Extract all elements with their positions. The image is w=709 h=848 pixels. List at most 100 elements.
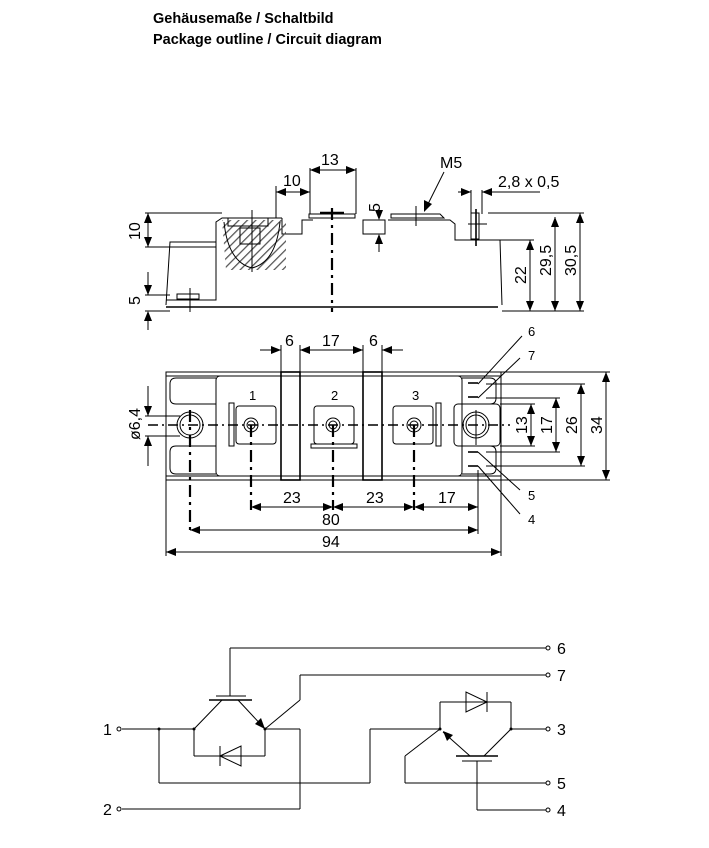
body-right (388, 219, 503, 306)
leader-pin-5 (477, 451, 521, 491)
igbt2-aux-emitter (404, 728, 441, 757)
arrow (144, 406, 152, 416)
arrow (468, 503, 478, 511)
dim-label-aux-inner: 13 (514, 416, 531, 434)
dim-label-mount-spacing: 80 (322, 512, 340, 529)
circuit-label-7: 7 (557, 668, 566, 685)
arrow (310, 166, 320, 174)
arrow (276, 188, 286, 196)
terminal-cavity (215, 375, 463, 477)
arrow (576, 213, 584, 223)
nut-block (362, 219, 386, 235)
nut-left (239, 227, 261, 245)
igbt1-collector (193, 699, 223, 730)
igbt2-collector (483, 728, 512, 757)
side-view: 13 10 M5 2,8 x 0,5 5 10 (127, 152, 584, 330)
arrow (576, 301, 584, 311)
arrow (552, 442, 560, 452)
arrow (166, 548, 176, 556)
dim-label-total-width: 34 (589, 416, 606, 434)
dim-label-hole-diameter: ø6,4 (127, 408, 144, 440)
arrow (468, 526, 478, 534)
arrow (382, 346, 392, 354)
dim-label-terminal-height: 29,5 (538, 245, 555, 276)
terminal-pin-6 (545, 645, 551, 651)
barrier-left (280, 371, 301, 481)
arrow (346, 166, 356, 174)
arrow (190, 526, 200, 534)
arrow (300, 188, 310, 196)
dim-label-barrier-left: 6 (285, 333, 294, 350)
arrow (144, 237, 152, 247)
arrow (551, 301, 559, 311)
title-english: Package outline / Circuit diagram (153, 32, 382, 48)
igbt1-aux-emitter (264, 699, 301, 730)
dim-label-total-height: 30,5 (563, 245, 580, 276)
arrow (551, 217, 559, 227)
diode1-body (218, 745, 242, 767)
aux-label-5: 5 (528, 488, 535, 503)
igbt1-emitter-arrow (255, 718, 265, 729)
arrow (602, 372, 610, 382)
dim-label-top-step: 10 (127, 222, 144, 240)
arrow (353, 346, 363, 354)
terminal-pin-1 (116, 726, 122, 732)
body-mid-step (281, 218, 313, 235)
dim-label-spacing-1-2: 23 (283, 490, 301, 507)
terminal-pin-7 (545, 672, 551, 678)
arrow (333, 503, 343, 511)
mount-lug-right-top (462, 377, 497, 405)
aux-label-7: 7 (528, 348, 535, 363)
dim-label-barrier-right: 6 (369, 333, 378, 350)
terminal-pin-2 (116, 806, 122, 812)
arrow (144, 436, 152, 446)
circuit-diagram: 1 2 (103, 641, 566, 820)
arrow (527, 436, 535, 446)
terminal-pin-3 (545, 726, 551, 732)
dim-label-nut-depth: 5 (367, 203, 384, 212)
arrow (526, 301, 534, 311)
circuit-label-4: 4 (557, 803, 566, 820)
top-view: 1 2 3 6 17 6 ø6,4 (127, 324, 610, 556)
igbt2-emitter-arrow (443, 731, 453, 741)
arrow (144, 285, 152, 295)
terminal-pin-5 (545, 780, 551, 786)
arrow (577, 456, 585, 466)
terminal-tab-left (227, 217, 269, 227)
circuit-label-5: 5 (557, 776, 566, 793)
terminal-label-3: 3 (412, 388, 419, 403)
arrow (251, 503, 261, 511)
dim-label-thread: M5 (440, 155, 462, 172)
arrow (552, 398, 560, 408)
aux-label-4: 4 (528, 512, 535, 527)
arrow (323, 503, 333, 511)
arrow (424, 200, 432, 212)
aux-label-6: 6 (528, 324, 535, 339)
arrow (144, 213, 152, 223)
arrow (491, 548, 501, 556)
dim-label-total-length: 94 (322, 534, 340, 551)
dim-label-spacing-3-aux: 17 (438, 490, 456, 507)
dim-label-body-height: 22 (513, 266, 530, 284)
circuit-label-1: 1 (103, 722, 112, 739)
terminal-label-1: 1 (249, 388, 256, 403)
circuit-label-6: 6 (557, 641, 566, 658)
terminal-label-2: 2 (331, 388, 338, 403)
arrow (461, 188, 471, 196)
terminal-pin-4 (545, 807, 551, 813)
aux-pin-side (470, 212, 480, 240)
mount-lug-left-bottom (169, 445, 216, 475)
dim-label-spacing-2-3: 23 (366, 490, 384, 507)
body-left-step (165, 241, 217, 306)
base-tab (176, 293, 200, 300)
arrow (375, 234, 383, 244)
arrow (414, 503, 424, 511)
dim-label-terminal-offset: 10 (283, 173, 301, 190)
diode2-body (465, 691, 489, 713)
circuit-label-3: 3 (557, 722, 566, 739)
leader-pin-7 (477, 357, 521, 399)
leader-pin-6 (477, 335, 523, 385)
arrow (526, 240, 534, 250)
terminal-right (390, 213, 446, 219)
